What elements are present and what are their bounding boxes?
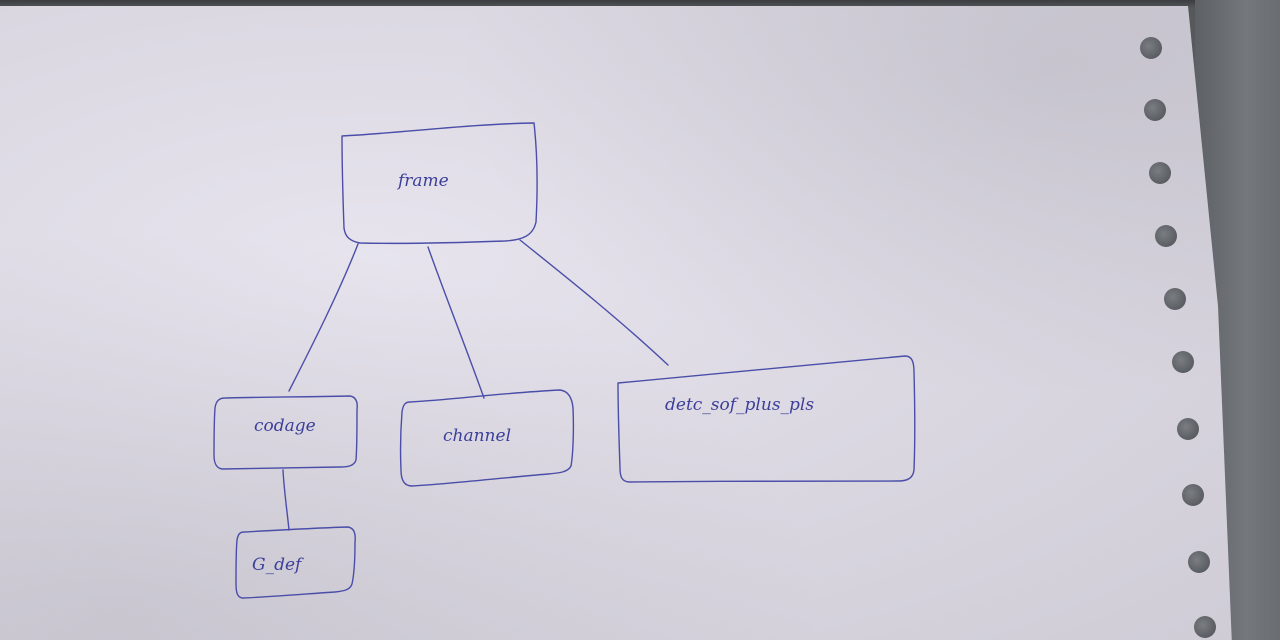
g-def-box <box>235 526 356 599</box>
binder-hole <box>1182 484 1204 506</box>
binder-hole <box>1188 551 1210 573</box>
paper-sheet <box>0 6 1232 640</box>
node-label-codage: codage <box>254 416 316 436</box>
node-label-g-def: G_def <box>252 555 304 575</box>
edge-frame-channel <box>427 246 485 399</box>
node-label-frame: frame <box>396 171 449 191</box>
binder-hole <box>1149 162 1171 184</box>
binder-hole <box>1140 37 1162 59</box>
binder-hole <box>1144 99 1166 121</box>
node-label-detc: detc_sof_plus_pls <box>665 395 814 415</box>
edge-frame-detc <box>519 239 669 366</box>
edge-codage-gdef <box>282 469 290 531</box>
channel-box <box>399 389 575 487</box>
edge-frame-codage <box>288 243 359 392</box>
binder-hole <box>1172 351 1194 373</box>
detc-box <box>617 355 916 483</box>
frame-box <box>341 122 538 245</box>
binder-hole <box>1164 288 1186 310</box>
binder-hole <box>1177 418 1199 440</box>
binder-hole <box>1155 225 1177 247</box>
codage-box <box>213 395 358 470</box>
node-label-channel: channel <box>443 426 511 446</box>
binder-hole <box>1194 616 1216 638</box>
